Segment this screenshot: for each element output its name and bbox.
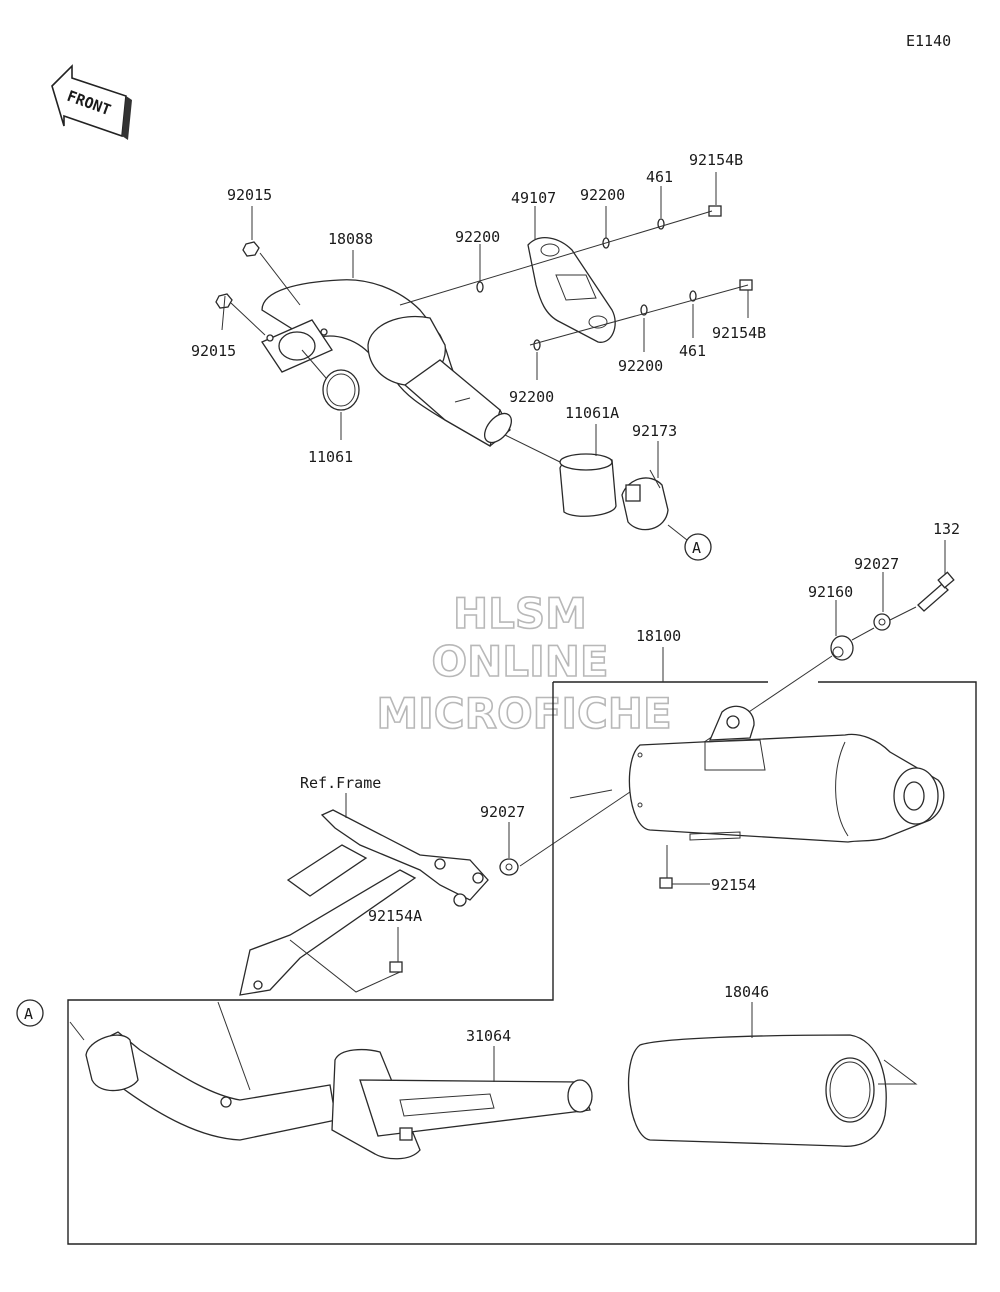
- front-arrow-icon: FRONT: [51, 64, 132, 140]
- part-label-92200-d: 92200: [509, 388, 554, 406]
- part-label-92027-upper: 92027: [854, 555, 899, 573]
- tailpipe-31064: [85, 1031, 593, 1160]
- bolt-132: [917, 571, 955, 612]
- watermark-line-1: HLSM: [453, 589, 587, 638]
- sleeve-11061A: [559, 453, 617, 517]
- part-label-92200-b: 92200: [580, 186, 625, 204]
- ref-circle-lower: [16, 999, 44, 1027]
- part-label-132: 132: [933, 520, 960, 538]
- part-label-92160: 92160: [808, 583, 853, 601]
- ref-frame-label: Ref.Frame: [300, 774, 381, 792]
- part-label-92154B-a: 92154B: [689, 151, 743, 169]
- part-label-31064: 31064: [466, 1027, 511, 1045]
- watermark: HLSM ONLINE MICROFICHE: [376, 588, 673, 739]
- collar-92027-lower: [499, 858, 519, 876]
- ref-circle-upper-label: A: [692, 539, 701, 557]
- part-label-11061: 11061: [308, 448, 353, 466]
- part-label-92200-a: 92200: [455, 228, 500, 246]
- collar-92200-d: [640, 304, 648, 316]
- diagram-code: E1140: [906, 32, 951, 50]
- part-label-92015-upper: 92015: [227, 186, 272, 204]
- part-label-92154A: 92154A: [368, 907, 422, 925]
- ref-circle-upper: [684, 533, 712, 561]
- frame-drawing: [239, 809, 489, 996]
- part-label-49107: 49107: [511, 189, 556, 207]
- part-label-92200-c: 92200: [618, 357, 663, 375]
- cover-18046: [627, 1034, 887, 1147]
- heat-guard-49107: [527, 237, 616, 343]
- part-label-461-a: 461: [646, 168, 673, 186]
- grommet-92160: [830, 635, 854, 661]
- washer-461-b: [689, 290, 697, 302]
- watermark-line-3: MICROFICHE: [376, 689, 671, 738]
- part-label-92173: 92173: [632, 422, 677, 440]
- nut-92015-lower: [215, 293, 233, 309]
- part-label-18088: 18088: [328, 230, 373, 248]
- part-label-461-b: 461: [679, 342, 706, 360]
- bolt-92154A: [389, 961, 403, 973]
- part-label-18046: 18046: [724, 983, 769, 1001]
- header-pipe-drawing: [261, 279, 512, 447]
- part-label-92154: 92154: [711, 876, 756, 894]
- nut-92015-upper: [242, 241, 260, 257]
- collar-92027-upper: [873, 613, 891, 631]
- bolt-92154B-a: [708, 205, 722, 217]
- bolt-92154B-b: [739, 279, 753, 291]
- part-label-18100: 18100: [636, 627, 681, 645]
- watermark-line-2: ONLINE: [431, 637, 608, 686]
- bolt-92154: [659, 877, 673, 889]
- part-label-92027-lower: 92027: [480, 803, 525, 821]
- part-label-11061A: 11061A: [565, 404, 619, 422]
- part-label-92154B-b: 92154B: [712, 324, 766, 342]
- clamp-92173: [621, 469, 669, 531]
- collar-92200-c: [533, 339, 541, 351]
- gasket-11061: [322, 369, 360, 411]
- part-label-92015-lower: 92015: [191, 342, 236, 360]
- collar-92200-a: [476, 281, 484, 293]
- ref-circle-lower-label: A: [24, 1005, 33, 1023]
- silencer-18100: [628, 705, 945, 843]
